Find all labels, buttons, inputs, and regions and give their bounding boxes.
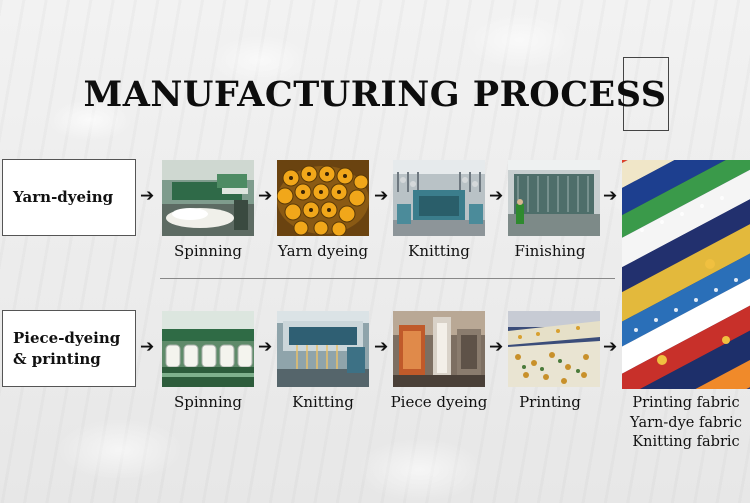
fabric-output-list: Printing fabric Yarn-dye fabric Knitting…	[620, 394, 750, 453]
step-caption: Knitting	[408, 242, 470, 260]
title-frame-decoration	[623, 57, 669, 131]
row-divider	[160, 278, 615, 279]
fabric-output-item: Printing fabric	[632, 395, 740, 411]
row-label-text: Yarn-dyeing	[13, 188, 114, 206]
arrow-icon: ➔	[603, 186, 618, 206]
fabric-stack-image	[622, 160, 750, 389]
arrow-icon: ➔	[489, 186, 504, 206]
step-caption: Printing	[519, 393, 581, 411]
fabric-output-item: Yarn-dye fabric	[630, 414, 742, 431]
spinning-machine-image	[162, 160, 254, 236]
circular-knitting-image	[393, 160, 485, 236]
arrow-icon: ➔	[258, 337, 273, 357]
step-caption: Yarn dyeing	[277, 242, 369, 260]
yarn-spools-image	[162, 311, 254, 387]
fabric-output-item: Knitting fabric	[632, 434, 740, 451]
printing-machine-image	[508, 311, 600, 387]
row-label-text: Piece-dyeing & printing	[13, 328, 121, 368]
arrow-icon: ➔	[374, 337, 389, 357]
step-caption: Piece dyeing	[390, 393, 488, 411]
row-label-piece-dyeing-printing: Piece-dyeing & printing	[2, 310, 136, 387]
step-caption: Knitting	[292, 393, 354, 411]
arrow-icon: ➔	[140, 337, 155, 357]
arrow-icon: ➔	[374, 186, 389, 206]
row-label-yarn-dyeing: Yarn-dyeing	[2, 159, 136, 236]
finishing-line-image	[508, 160, 600, 236]
page-title: MANUFACTURING PROCESS	[83, 74, 667, 115]
flat-knitting-image	[277, 311, 369, 387]
arrow-icon: ➔	[489, 337, 504, 357]
step-caption: Spinning	[173, 393, 243, 411]
arrow-icon: ➔	[140, 186, 155, 206]
step-caption: Spinning	[173, 242, 243, 260]
step-caption: Finishing	[514, 242, 586, 260]
yarn-dyeing-image	[277, 160, 369, 236]
piece-dyeing-image	[393, 311, 485, 387]
arrow-icon: ➔	[603, 337, 618, 357]
arrow-icon: ➔	[258, 186, 273, 206]
